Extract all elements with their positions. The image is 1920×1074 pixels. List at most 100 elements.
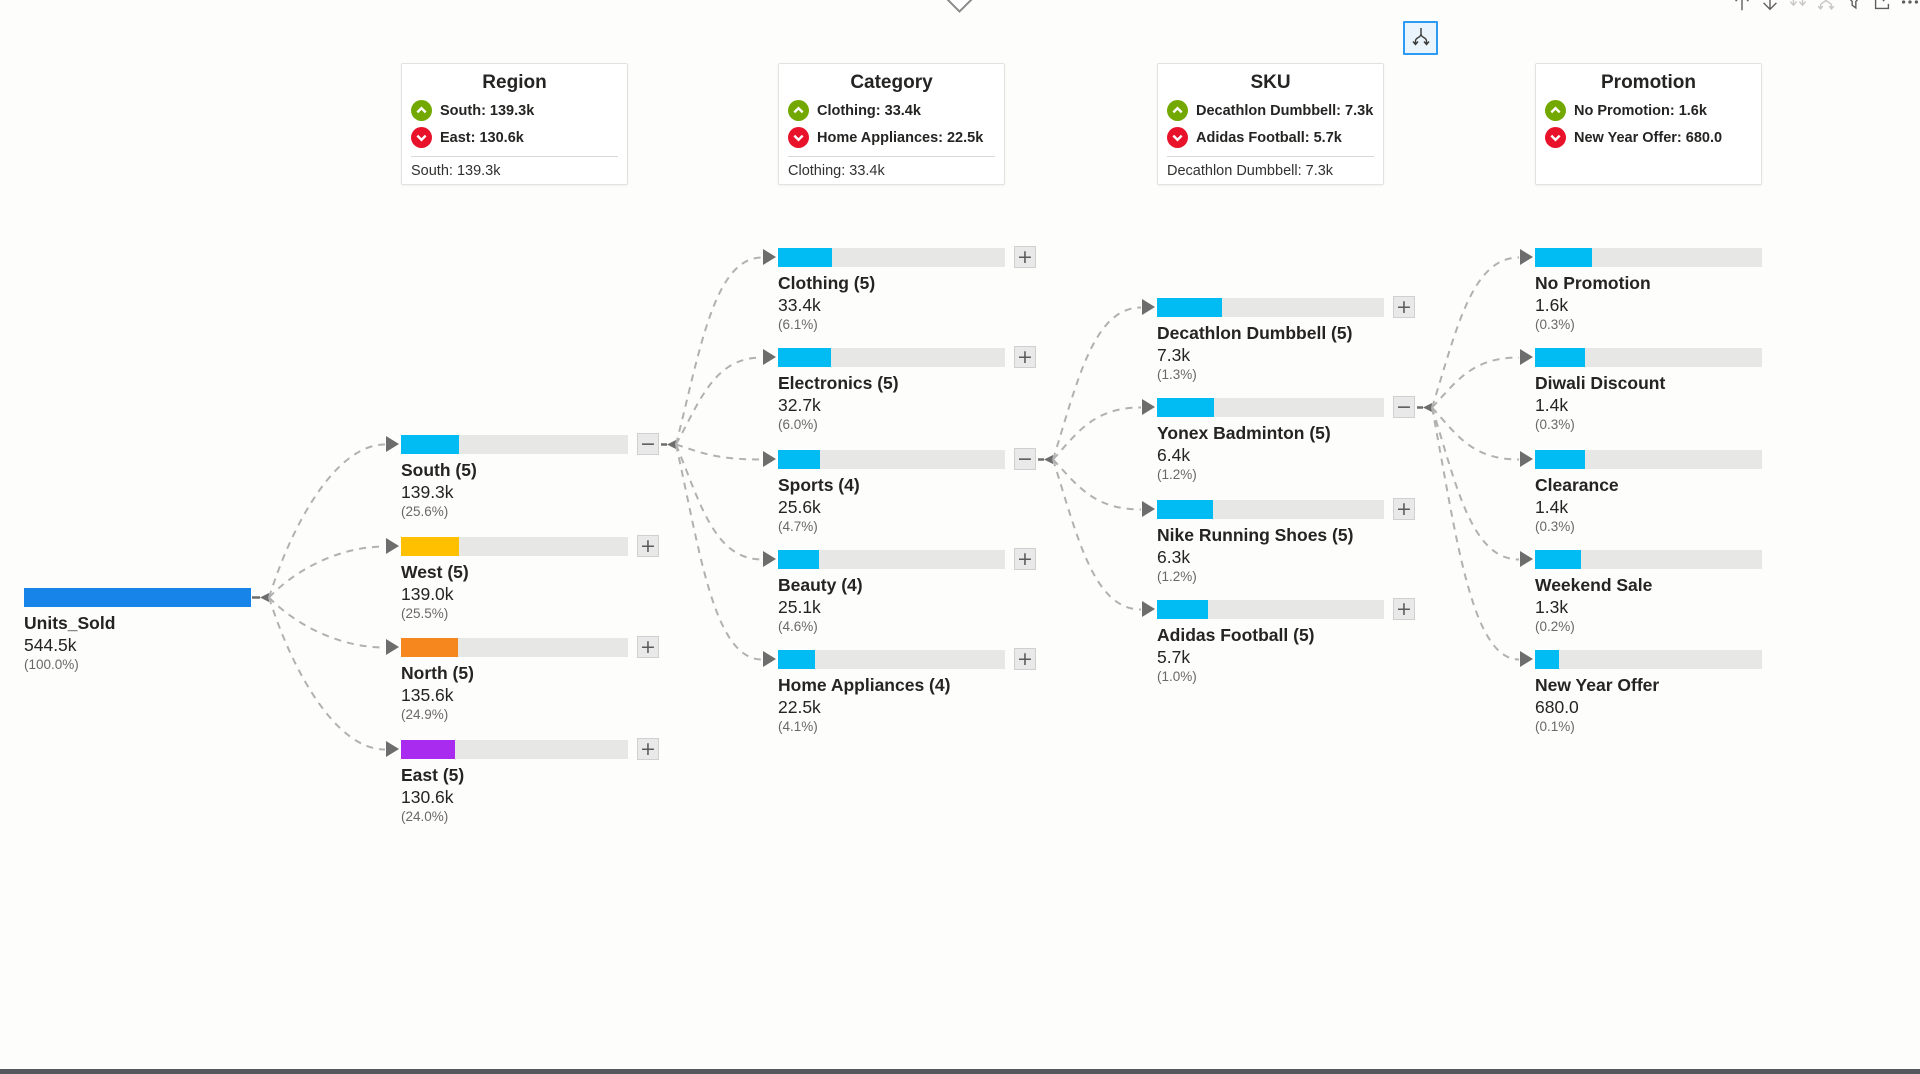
node-name[interactable]: Sports (4) xyxy=(778,475,860,495)
decrease-indicator-icon xyxy=(1167,127,1188,148)
high-value-label: No Promotion: 1.6k xyxy=(1574,102,1707,119)
node-percent: (1.0%) xyxy=(1157,669,1197,684)
node-bar[interactable] xyxy=(1157,398,1384,417)
more-options-icon[interactable] xyxy=(1898,0,1920,13)
expand-collapse-button[interactable]: − xyxy=(1014,448,1036,470)
high-value-label: Clothing: 33.4k xyxy=(817,102,921,119)
go-to-next-level-icon[interactable] xyxy=(1786,0,1809,13)
high-value-label: South: 139.3k xyxy=(440,102,535,119)
node-percent: (6.0%) xyxy=(778,417,818,432)
node-bar[interactable] xyxy=(401,537,628,556)
expand-collapse-button[interactable]: − xyxy=(1393,396,1415,418)
node-name[interactable]: Clearance xyxy=(1535,475,1619,495)
high-value-row: Decathlon Dumbbell: 7.3k xyxy=(1167,100,1383,121)
expand-collapse-button[interactable]: + xyxy=(637,636,659,658)
node-percent: (0.3%) xyxy=(1535,519,1575,534)
node-name[interactable]: North (5) xyxy=(401,663,474,683)
expand-collapse-button[interactable]: + xyxy=(1014,346,1036,368)
node-bar[interactable] xyxy=(778,550,1005,569)
filter-icon[interactable] xyxy=(1842,0,1865,13)
node-name[interactable]: New Year Offer xyxy=(1535,675,1660,695)
node-bar[interactable] xyxy=(401,435,628,454)
expand-tree-mode-button[interactable] xyxy=(1403,21,1438,55)
hierarchy-header-card: Region South: 139.3k East: 130.6k South:… xyxy=(401,63,628,185)
node-bar[interactable] xyxy=(1535,248,1762,267)
focus-mode-icon[interactable] xyxy=(1870,0,1893,13)
node-arrow-icon xyxy=(386,538,399,554)
expand-collapse-button[interactable]: + xyxy=(1393,498,1415,520)
high-value-row: Clothing: 33.4k xyxy=(788,100,1004,121)
node-name[interactable]: Adidas Football (5) xyxy=(1157,625,1315,645)
low-value-label: East: 130.6k xyxy=(440,129,524,146)
node-bar[interactable] xyxy=(1157,298,1384,317)
node-bar[interactable] xyxy=(401,740,628,759)
node-percent: (0.1%) xyxy=(1535,719,1575,734)
node-bar-fill xyxy=(1157,500,1213,519)
header-divider xyxy=(411,156,618,157)
high-value-label: Decathlon Dumbbell: 7.3k xyxy=(1196,102,1374,119)
expand-collapse-button[interactable]: + xyxy=(1014,246,1036,268)
node-bar[interactable] xyxy=(24,588,251,607)
node-name[interactable]: West (5) xyxy=(401,562,469,582)
selected-value-label: Decathlon Dumbbell: 7.3k xyxy=(1167,163,1334,179)
node-bar[interactable] xyxy=(778,650,1005,669)
node-arrow-icon xyxy=(1520,249,1533,265)
expand-collapse-button[interactable]: + xyxy=(1014,648,1036,670)
low-value-row: East: 130.6k xyxy=(411,127,627,148)
node-bar[interactable] xyxy=(1535,550,1762,569)
node-name[interactable]: Clothing (5) xyxy=(778,273,876,293)
expand-collapse-button[interactable]: − xyxy=(637,433,659,455)
node-bar[interactable] xyxy=(778,248,1005,267)
node-percent: (1.2%) xyxy=(1157,467,1197,482)
node-name[interactable]: Nike Running Shoes (5) xyxy=(1157,525,1354,545)
node-bar-fill xyxy=(401,740,455,759)
hierarchy-header-card: Category Clothing: 33.4k Home Appliances… xyxy=(778,63,1005,185)
bottom-edge-bar xyxy=(0,1069,1920,1074)
node-bar-fill xyxy=(778,650,815,669)
node-bar[interactable] xyxy=(1157,500,1384,519)
increase-indicator-icon xyxy=(411,100,432,121)
node-name[interactable]: East (5) xyxy=(401,765,465,785)
node-arrow-icon xyxy=(763,249,776,265)
node-name[interactable]: Diwali Discount xyxy=(1535,373,1666,393)
node-bar[interactable] xyxy=(778,348,1005,367)
node-value: 680.0 xyxy=(1535,697,1579,717)
selected-value-label: South: 139.3k xyxy=(411,163,501,179)
expand-collapse-button[interactable]: + xyxy=(637,535,659,557)
node-value: 25.1k xyxy=(778,597,821,617)
diamond-handle-icon xyxy=(946,0,973,13)
expand-collapse-button[interactable]: + xyxy=(637,738,659,760)
node-name[interactable]: Weekend Sale xyxy=(1535,575,1653,595)
low-value-label: New Year Offer: 680.0 xyxy=(1574,129,1723,146)
node-name[interactable]: Units_Sold xyxy=(24,613,116,633)
node-name[interactable]: Electronics (5) xyxy=(778,373,899,393)
node-bar[interactable] xyxy=(778,450,1005,469)
node-bar[interactable] xyxy=(1157,600,1384,619)
drill-up-icon[interactable] xyxy=(1730,0,1753,13)
node-arrow-icon xyxy=(1142,601,1155,617)
node-bar[interactable] xyxy=(401,638,628,657)
node-arrow-icon xyxy=(1520,451,1533,467)
node-bar[interactable] xyxy=(1535,348,1762,367)
expand-collapse-button[interactable]: + xyxy=(1393,296,1415,318)
expand-collapse-button[interactable]: + xyxy=(1393,598,1415,620)
node-value: 33.4k xyxy=(778,295,821,315)
node-bar[interactable] xyxy=(1535,650,1762,669)
node-bar-fill xyxy=(1157,298,1222,317)
node-arrow-icon xyxy=(386,436,399,452)
node-name[interactable]: Home Appliances (4) xyxy=(778,675,951,695)
node-name[interactable]: No Promotion xyxy=(1535,273,1651,293)
node-name[interactable]: Yonex Badminton (5) xyxy=(1157,423,1331,443)
node-name[interactable]: Decathlon Dumbbell (5) xyxy=(1157,323,1353,343)
drill-down-icon[interactable] xyxy=(1758,0,1781,13)
node-name[interactable]: South (5) xyxy=(401,460,477,480)
expand-collapse-button[interactable]: + xyxy=(1014,548,1036,570)
node-value: 1.4k xyxy=(1535,497,1569,517)
expand-all-icon[interactable] xyxy=(1814,0,1837,13)
node-value: 6.4k xyxy=(1157,445,1191,465)
node-bar[interactable] xyxy=(1535,450,1762,469)
node-bar-fill xyxy=(778,348,831,367)
node-percent: (100.0%) xyxy=(24,657,79,672)
node-name[interactable]: Beauty (4) xyxy=(778,575,863,595)
